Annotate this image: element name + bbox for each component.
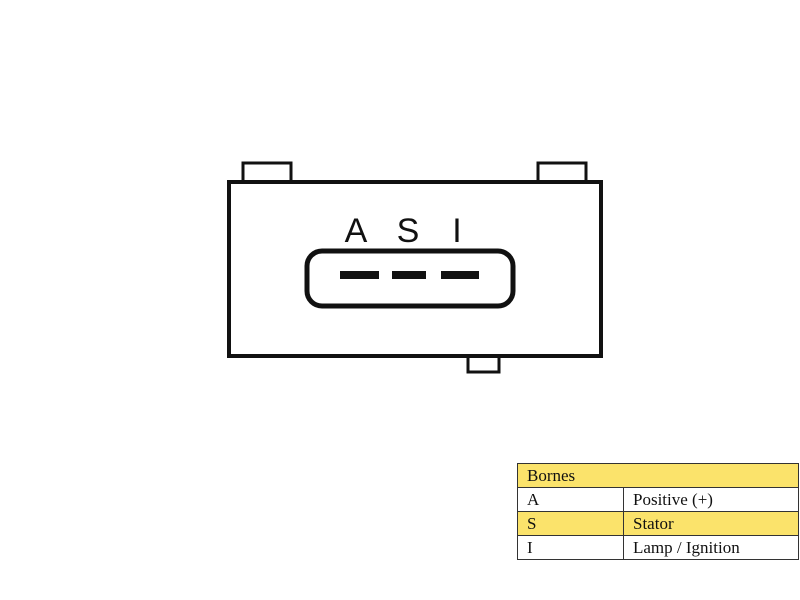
legend-row: S Stator — [517, 511, 799, 536]
legend-header-row: Bornes — [517, 463, 799, 488]
legend-code: A — [517, 487, 624, 512]
pin-label-s: S — [397, 212, 420, 250]
terminal-legend-table: Bornes A Positive (+) S Stator I Lamp / … — [517, 463, 799, 560]
legend-row: I Lamp / Ignition — [517, 535, 799, 560]
pin-a — [340, 271, 379, 279]
pin-label-i: I — [452, 212, 461, 250]
connector-body — [227, 180, 603, 358]
legend-code: S — [517, 511, 624, 536]
legend-row: A Positive (+) — [517, 487, 799, 512]
legend-header: Bornes — [517, 463, 799, 488]
pin-s — [392, 271, 426, 279]
pin-label-a: A — [345, 212, 368, 250]
legend-description: Lamp / Ignition — [623, 535, 799, 560]
legend-code: I — [517, 535, 624, 560]
legend-description: Positive (+) — [623, 487, 799, 512]
pin-i — [441, 271, 479, 279]
legend-description: Stator — [623, 511, 799, 536]
